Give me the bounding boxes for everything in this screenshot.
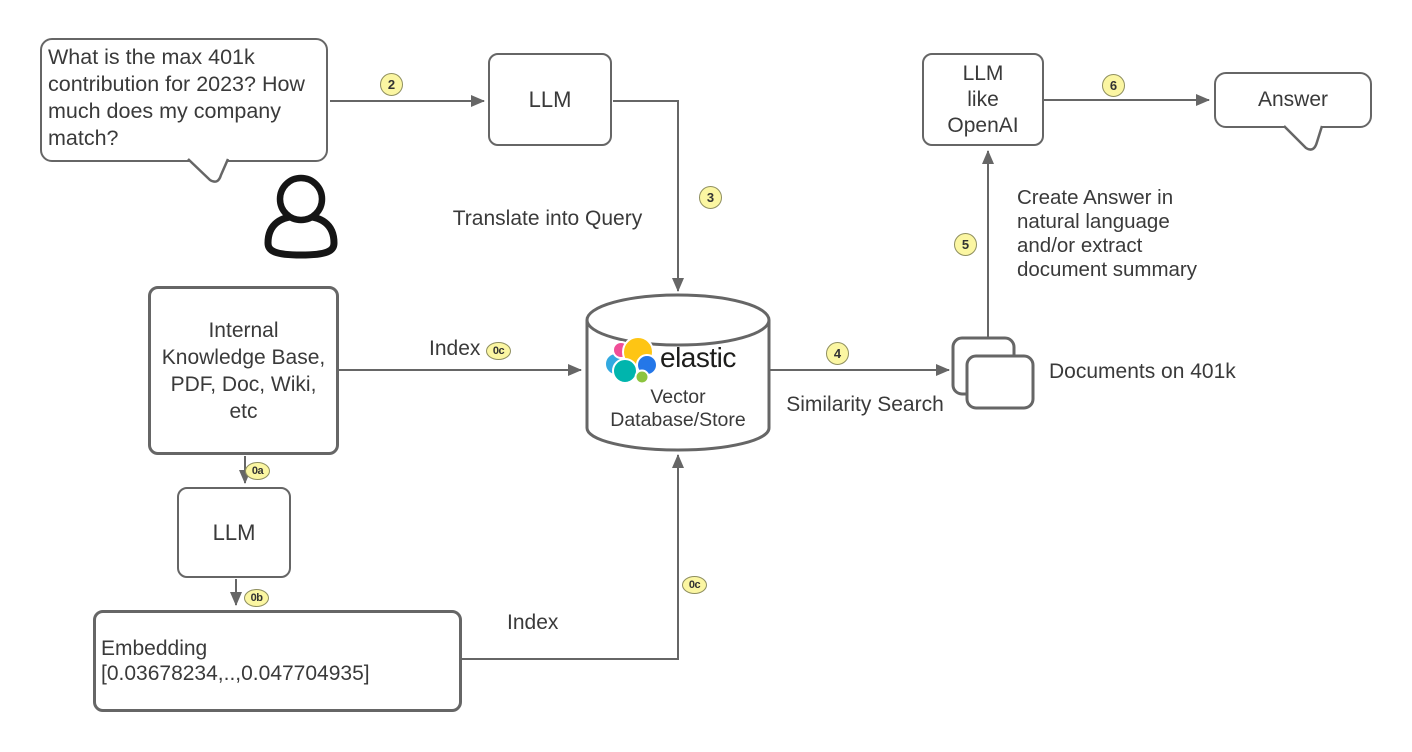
step-badge-0b: 0b	[244, 589, 269, 607]
llm-query-label: LLM	[528, 86, 572, 112]
embedding-line: Embedding	[101, 637, 208, 660]
create-answer-line: Create Answer in	[1017, 186, 1174, 209]
answer-bubble-tail	[1283, 125, 1324, 151]
answer-label: Answer	[1257, 88, 1329, 111]
llm-openai-box: LLM like OpenAI	[922, 53, 1044, 146]
internal-kb-line: Internal	[208, 318, 279, 342]
llm-embedding-box: LLM	[177, 487, 291, 578]
step-badge-6: 6	[1102, 74, 1125, 97]
elastic-wordmark: elastic	[660, 342, 736, 373]
vector-db-label-line2: Database/Store	[610, 409, 746, 431]
arrow-index-bottom	[462, 454, 684, 660]
database-cylinder-icon	[585, 293, 771, 452]
internal-kb-line: PDF, Doc, Wiki,	[170, 372, 317, 396]
arrow-step-3	[613, 100, 684, 292]
internal-kb-line: etc	[229, 399, 258, 423]
translate-into-query-label: Translate into Query	[452, 207, 643, 230]
step-badge-5: 5	[954, 233, 977, 256]
question-bubble-tail	[187, 158, 230, 183]
answer-bubble: Answer	[1214, 72, 1372, 128]
step-badge-3: 3	[699, 186, 722, 209]
documents-on-401k-label: Documents on 401k	[1049, 360, 1236, 383]
question-line: contribution for 2023? How	[48, 72, 305, 96]
create-answer-line: natural language	[1017, 210, 1170, 233]
question-line: What is the max 401k	[48, 45, 255, 69]
vector-db-label-line1: Vector	[650, 386, 706, 408]
person-icon	[264, 174, 338, 259]
llm-openai-line: like	[967, 87, 999, 111]
create-answer-line: and/or extract	[1017, 234, 1143, 257]
index-label-bottom: Index	[507, 611, 559, 634]
step-badge-2: 2	[380, 73, 403, 96]
embedding-vector-value: [0.03678234,..,0.047704935]	[101, 662, 370, 685]
step-badge-0c-top: 0c	[486, 342, 511, 360]
similarity-search-label: Similarity Search	[786, 393, 944, 416]
question-line: much does my company	[48, 99, 282, 123]
create-answer-note: Create Answer in natural language and/or…	[1017, 186, 1232, 282]
question-bubble: What is the max 401k contribution for 20…	[40, 38, 328, 162]
elastic-logo-icon	[604, 336, 660, 385]
create-answer-line: document summary	[1017, 258, 1198, 281]
step-badge-4: 4	[826, 342, 849, 365]
internal-kb-line: Knowledge Base,	[161, 345, 326, 369]
llm-openai-line: LLM	[962, 61, 1004, 85]
index-label-top: Index	[429, 337, 481, 360]
step-badge-0c-bottom: 0c	[682, 576, 707, 594]
step-badge-0a: 0a	[245, 462, 270, 480]
llm-embedding-label: LLM	[212, 519, 256, 545]
question-line: match?	[48, 126, 119, 150]
llm-query-box: LLM	[488, 53, 612, 146]
llm-openai-line: OpenAI	[947, 113, 1019, 137]
documents-icon	[951, 336, 1035, 410]
internal-kb-box: Internal Knowledge Base, PDF, Doc, Wiki,…	[148, 286, 339, 455]
embedding-box: Embedding [0.03678234,..,0.047704935]	[93, 610, 462, 712]
